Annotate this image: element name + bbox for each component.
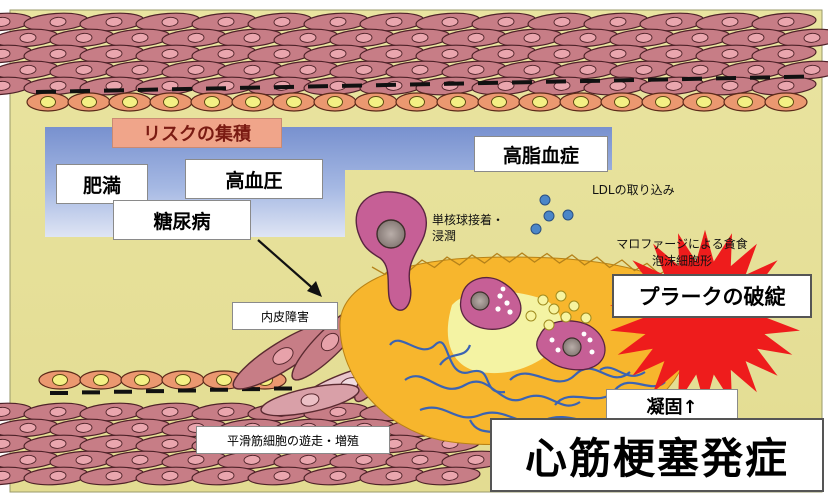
endothelial-cell <box>314 93 356 111</box>
risk-accumulation-header: リスクの集積 <box>112 118 282 148</box>
endothelial-cell <box>80 371 122 389</box>
foam-cell-label: マロファージによる貪食 泡沫細胞形 <box>600 236 764 270</box>
endothelial-cell <box>724 93 766 111</box>
endothelial-cell <box>121 371 163 389</box>
endothelial-cell <box>162 371 204 389</box>
risk-diabetes: 糖尿病 <box>113 200 251 240</box>
monocyte-adhesion-label: 単核球接着・ 浸潤 <box>432 212 504 244</box>
endothelial-cell <box>150 93 192 111</box>
endothelial-cell <box>478 93 520 111</box>
endothelial-cell <box>601 93 643 111</box>
endothelial-cell <box>232 93 274 111</box>
risk-hypertension: 高血圧 <box>185 159 323 199</box>
risk-hyperlipidemia: 高脂血症 <box>474 136 608 172</box>
endothelial-cell <box>39 371 81 389</box>
plaque-rupture-box: プラークの破綻 <box>612 274 812 318</box>
myocardial-infarction-box: 心筋梗塞発症 <box>490 418 824 492</box>
endothelial-cell <box>109 93 151 111</box>
risk-obesity: 肥満 <box>56 164 148 204</box>
endothelial-cell <box>273 93 315 111</box>
endothelial-cell <box>519 93 561 111</box>
endothelial-damage-box: 内皮障害 <box>232 302 338 330</box>
smooth-muscle-migration-box: 平滑筋細胞の遊走・増殖 <box>196 426 390 454</box>
endothelial-cell <box>191 93 233 111</box>
macrophage-nucleus <box>377 220 405 248</box>
endothelial-cell <box>765 93 807 111</box>
endothelial-cell <box>355 93 397 111</box>
upper-endothelial-layer <box>27 93 807 111</box>
ldl-uptake-label: LDLの取り込み <box>592 184 675 196</box>
endothelial-cell <box>68 93 110 111</box>
endothelial-cell <box>683 93 725 111</box>
endothelial-cell <box>27 93 69 111</box>
endothelial-cell <box>642 93 684 111</box>
endothelial-cell <box>437 93 479 111</box>
endothelial-cell <box>396 93 438 111</box>
endothelial-cell <box>560 93 602 111</box>
